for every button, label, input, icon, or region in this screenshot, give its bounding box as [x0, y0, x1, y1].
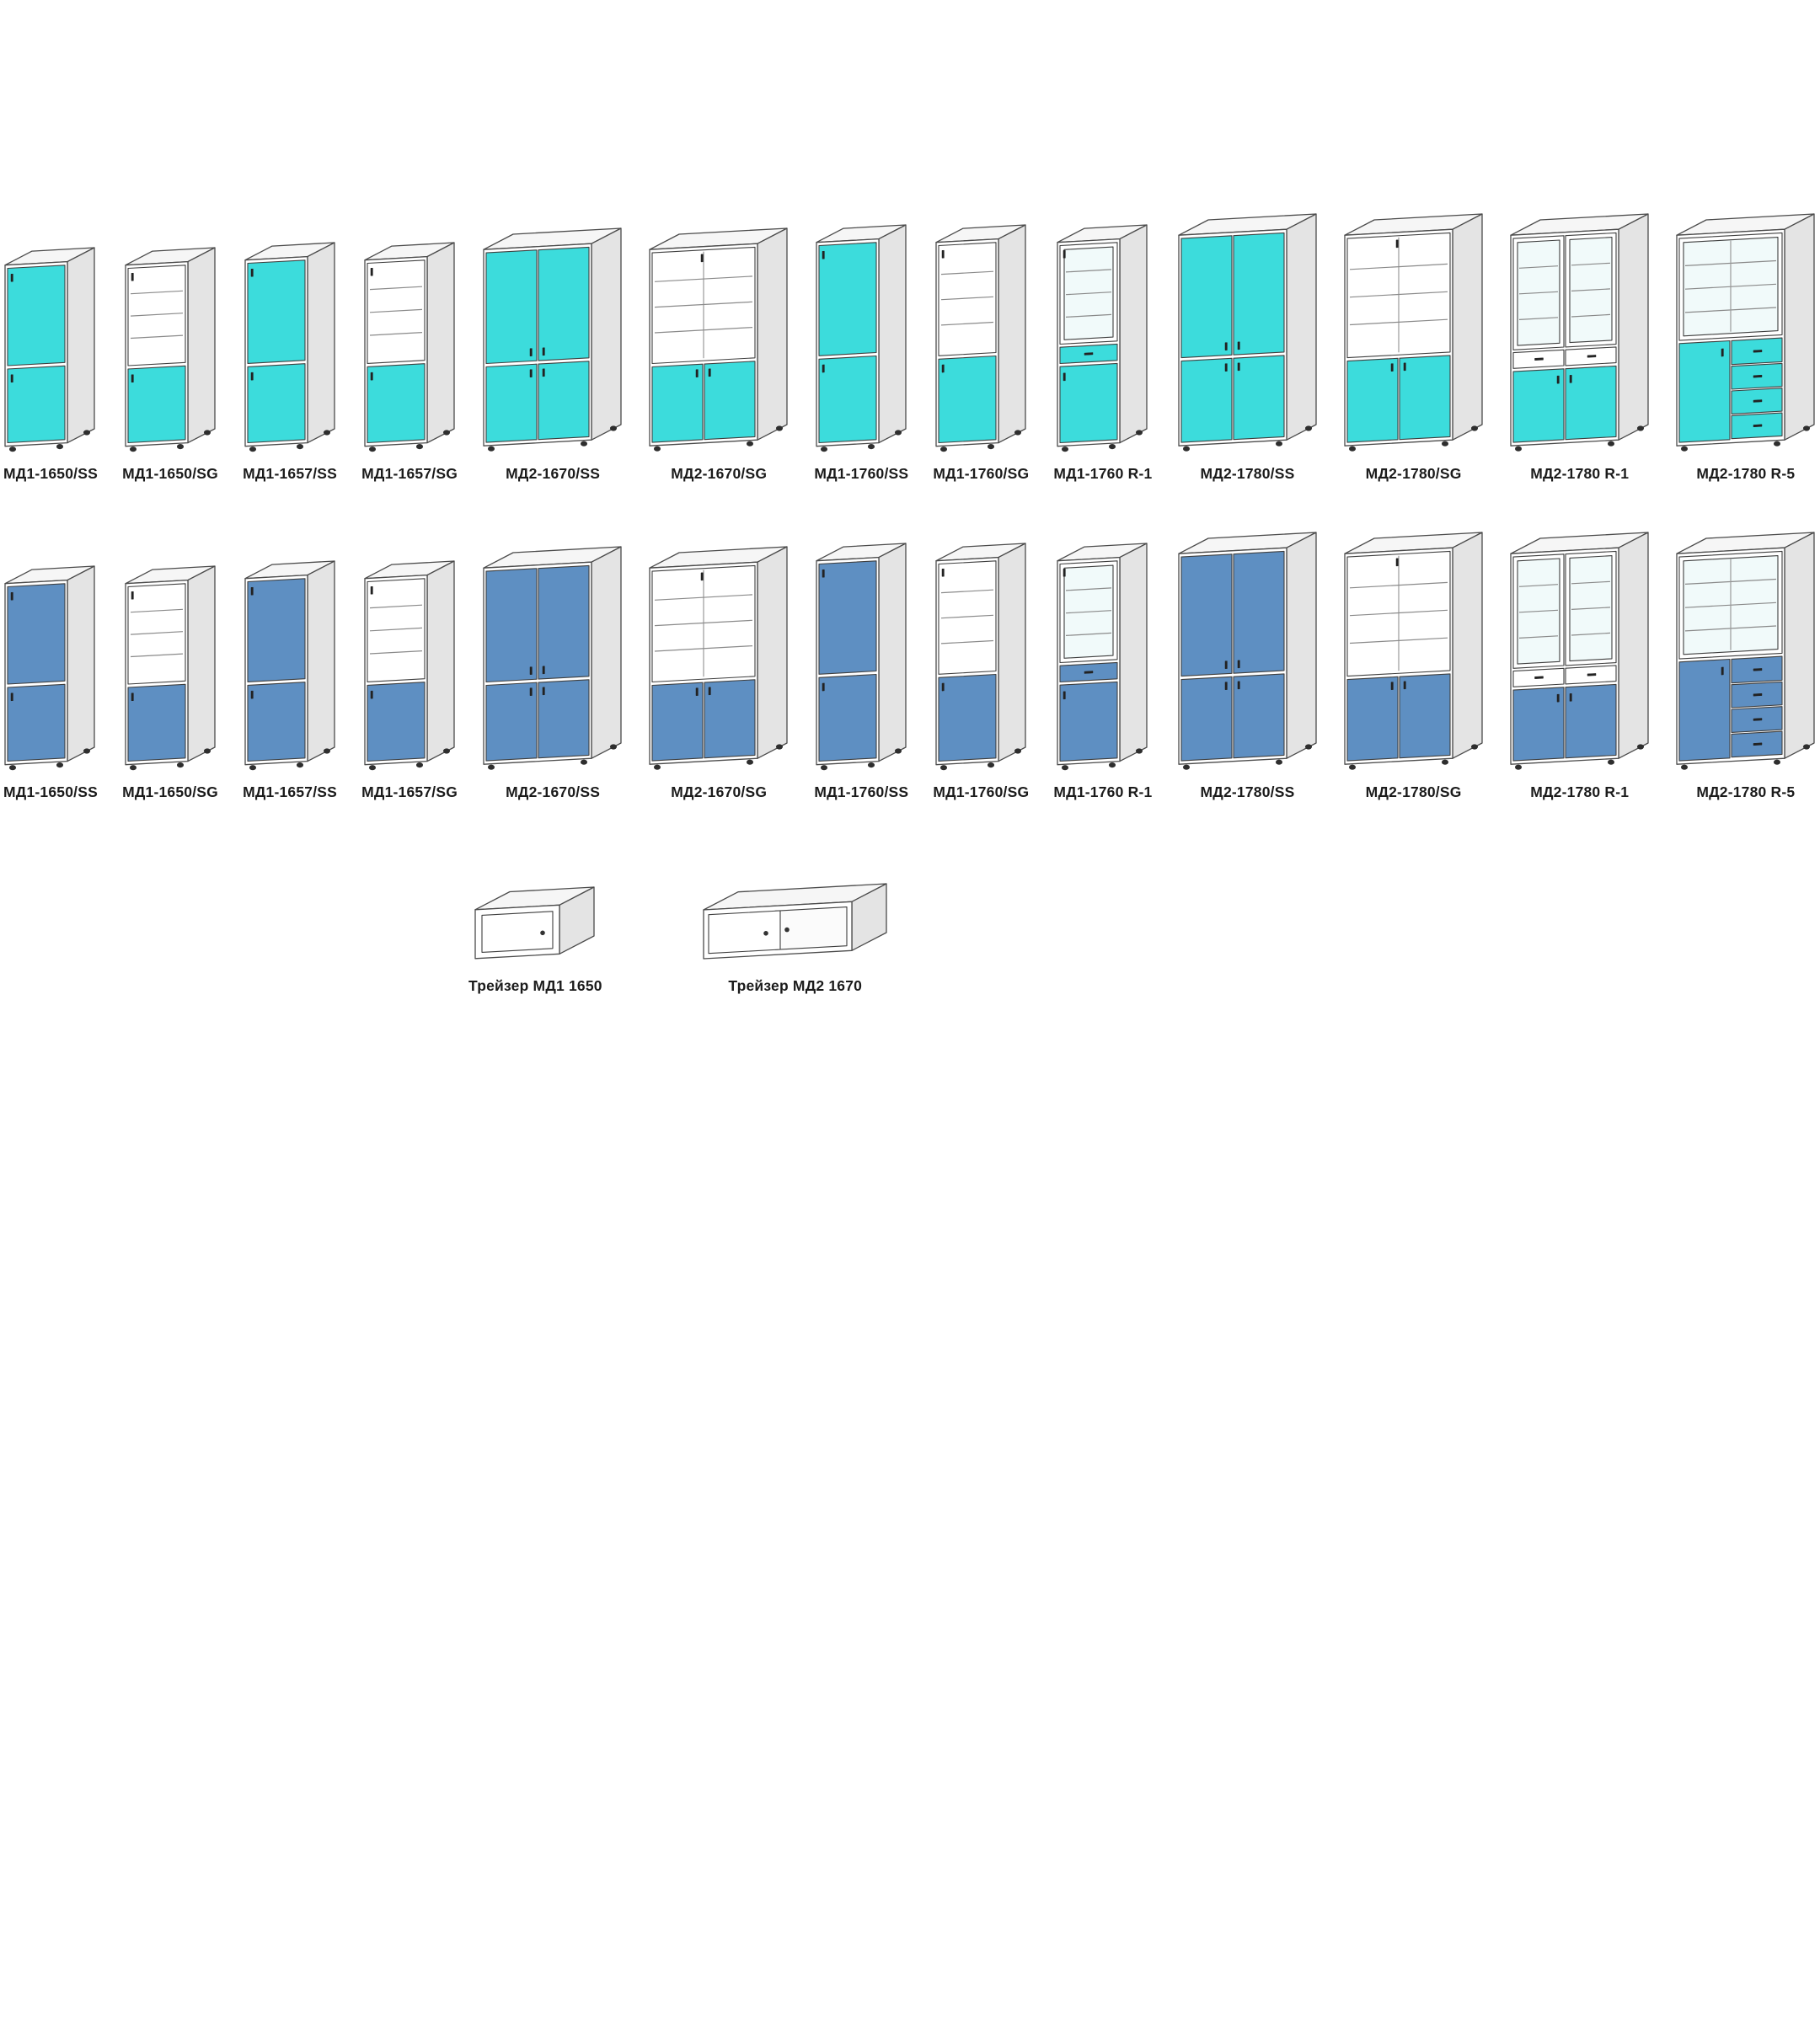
product-item: МД1-1760 R-1 — [1053, 223, 1152, 482]
product-item: МД2-1780 R-5 — [1675, 531, 1817, 800]
product-item: МД2-1780 R-1 — [1509, 212, 1651, 482]
cabinet-illustration — [474, 885, 597, 967]
product-label: МД2-1670/SS — [506, 465, 601, 482]
product-item: Трейзер МД2 1670 — [702, 882, 889, 994]
product-item: МД1-1650/SG — [122, 246, 218, 482]
product-item: МД1-1760 R-1 — [1053, 542, 1152, 800]
product-label: МД1-1650/SS — [3, 465, 98, 482]
product-label: МД1-1657/SG — [361, 465, 458, 482]
product-label: Трейзер МД2 1670 — [728, 976, 863, 994]
cabinet-illustration — [3, 564, 97, 773]
product-item: МД1-1760/SS — [814, 542, 908, 800]
product-item: Трейзер МД1 1650 — [468, 885, 602, 994]
cabinet-illustration — [1177, 531, 1319, 773]
product-label: МД1-1760/SS — [814, 465, 909, 482]
product-item: МД2-1780/SG — [1343, 531, 1485, 800]
product-label: МД1-1760/SG — [933, 783, 1030, 801]
product-label: МД1-1760 R-1 — [1053, 465, 1153, 482]
cabinet-row-cyan: МД1-1650/SS МД1-1650/SG МД1-1657/SS МД1-165… — [0, 212, 1820, 482]
cabinet-illustration — [815, 223, 908, 455]
cabinet-illustration — [124, 564, 217, 773]
cabinet-illustration — [1509, 531, 1651, 773]
cabinet-illustration — [1675, 212, 1817, 455]
cabinet-illustration — [702, 882, 889, 967]
product-label: МД2-1780/SG — [1365, 465, 1462, 482]
cabinet-illustration — [1675, 531, 1817, 773]
product-item: МД2-1670/SS — [482, 545, 624, 800]
cabinet-illustration — [482, 227, 624, 455]
product-item: МД1-1657/SG — [361, 559, 458, 800]
cabinet-illustration — [648, 545, 790, 773]
product-item: МД1-1760/SG — [933, 542, 1029, 800]
product-label: МД2-1780/SS — [1200, 465, 1295, 482]
product-label: МД1-1650/SS — [3, 783, 98, 801]
cabinet-illustration — [363, 559, 457, 773]
product-label: МД2-1780/SS — [1200, 783, 1295, 801]
cabinet-illustration — [1177, 212, 1319, 455]
product-item: МД2-1780 R-5 — [1675, 212, 1817, 482]
cabinet-illustration — [934, 223, 1028, 455]
cabinet-illustration — [1509, 212, 1651, 455]
product-item: МД2-1670/SG — [648, 227, 790, 482]
cabinet-row-blue: МД1-1650/SS МД1-1650/SG МД1-1657/SS МД1-165… — [0, 531, 1820, 800]
product-label: МД2-1780 R-5 — [1696, 465, 1796, 482]
cabinet-illustration — [1056, 223, 1149, 455]
cabinet-illustration — [124, 246, 217, 455]
product-label: МД1-1760 R-1 — [1053, 783, 1153, 801]
product-item: МД2-1670/SG — [648, 545, 790, 800]
product-item: МД1-1657/SS — [243, 559, 337, 800]
cabinet-illustration — [363, 241, 457, 455]
cabinet-illustration — [244, 559, 337, 773]
product-label: МД1-1650/SG — [122, 465, 218, 482]
cabinet-illustration — [3, 246, 97, 455]
cabinet-catalog: МД1-1650/SS МД1-1650/SG МД1-1657/SS МД1-165… — [0, 212, 1820, 994]
product-item: МД1-1657/SG — [361, 241, 458, 482]
product-label: МД2-1780 R-5 — [1696, 783, 1796, 801]
product-label: МД2-1780/SG — [1365, 783, 1462, 801]
cabinet-illustration — [934, 542, 1028, 773]
product-label: МД1-1760/SG — [933, 465, 1030, 482]
product-item: МД2-1670/SS — [482, 227, 624, 482]
product-label: МД1-1760/SS — [814, 783, 909, 801]
product-label: МД2-1670/SG — [671, 783, 768, 801]
product-label: МД1-1657/SS — [243, 465, 338, 482]
product-item: МД1-1760/SS — [814, 223, 908, 482]
product-item: МД1-1650/SS — [3, 564, 98, 800]
cabinet-illustration — [244, 241, 337, 455]
product-item: МД1-1657/SS — [243, 241, 337, 482]
product-item: МД2-1780/SS — [1177, 531, 1319, 800]
cabinet-illustration — [815, 542, 908, 773]
cabinet-illustration — [1056, 542, 1149, 773]
product-label: МД2-1670/SG — [671, 465, 768, 482]
product-item: МД1-1760/SG — [933, 223, 1029, 482]
product-item: МД1-1650/SG — [122, 564, 218, 800]
product-label: МД2-1780 R-1 — [1530, 783, 1630, 801]
treiser-row: Трейзер МД1 1650 Трейзер МД2 1670 — [0, 882, 1820, 994]
product-label: МД2-1670/SS — [506, 783, 601, 801]
product-label: МД1-1650/SG — [122, 783, 218, 801]
cabinet-illustration — [482, 545, 624, 773]
cabinet-illustration — [1343, 531, 1485, 773]
product-label: МД1-1657/SS — [243, 783, 338, 801]
product-item: МД2-1780/SS — [1177, 212, 1319, 482]
product-item: МД2-1780/SG — [1343, 212, 1485, 482]
cabinet-illustration — [648, 227, 790, 455]
product-label: МД2-1780 R-1 — [1530, 465, 1630, 482]
product-item: МД1-1650/SS — [3, 246, 98, 482]
product-item: МД2-1780 R-1 — [1509, 531, 1651, 800]
product-label: Трейзер МД1 1650 — [468, 976, 602, 994]
cabinet-illustration — [1343, 212, 1485, 455]
product-label: МД1-1657/SG — [361, 783, 458, 801]
